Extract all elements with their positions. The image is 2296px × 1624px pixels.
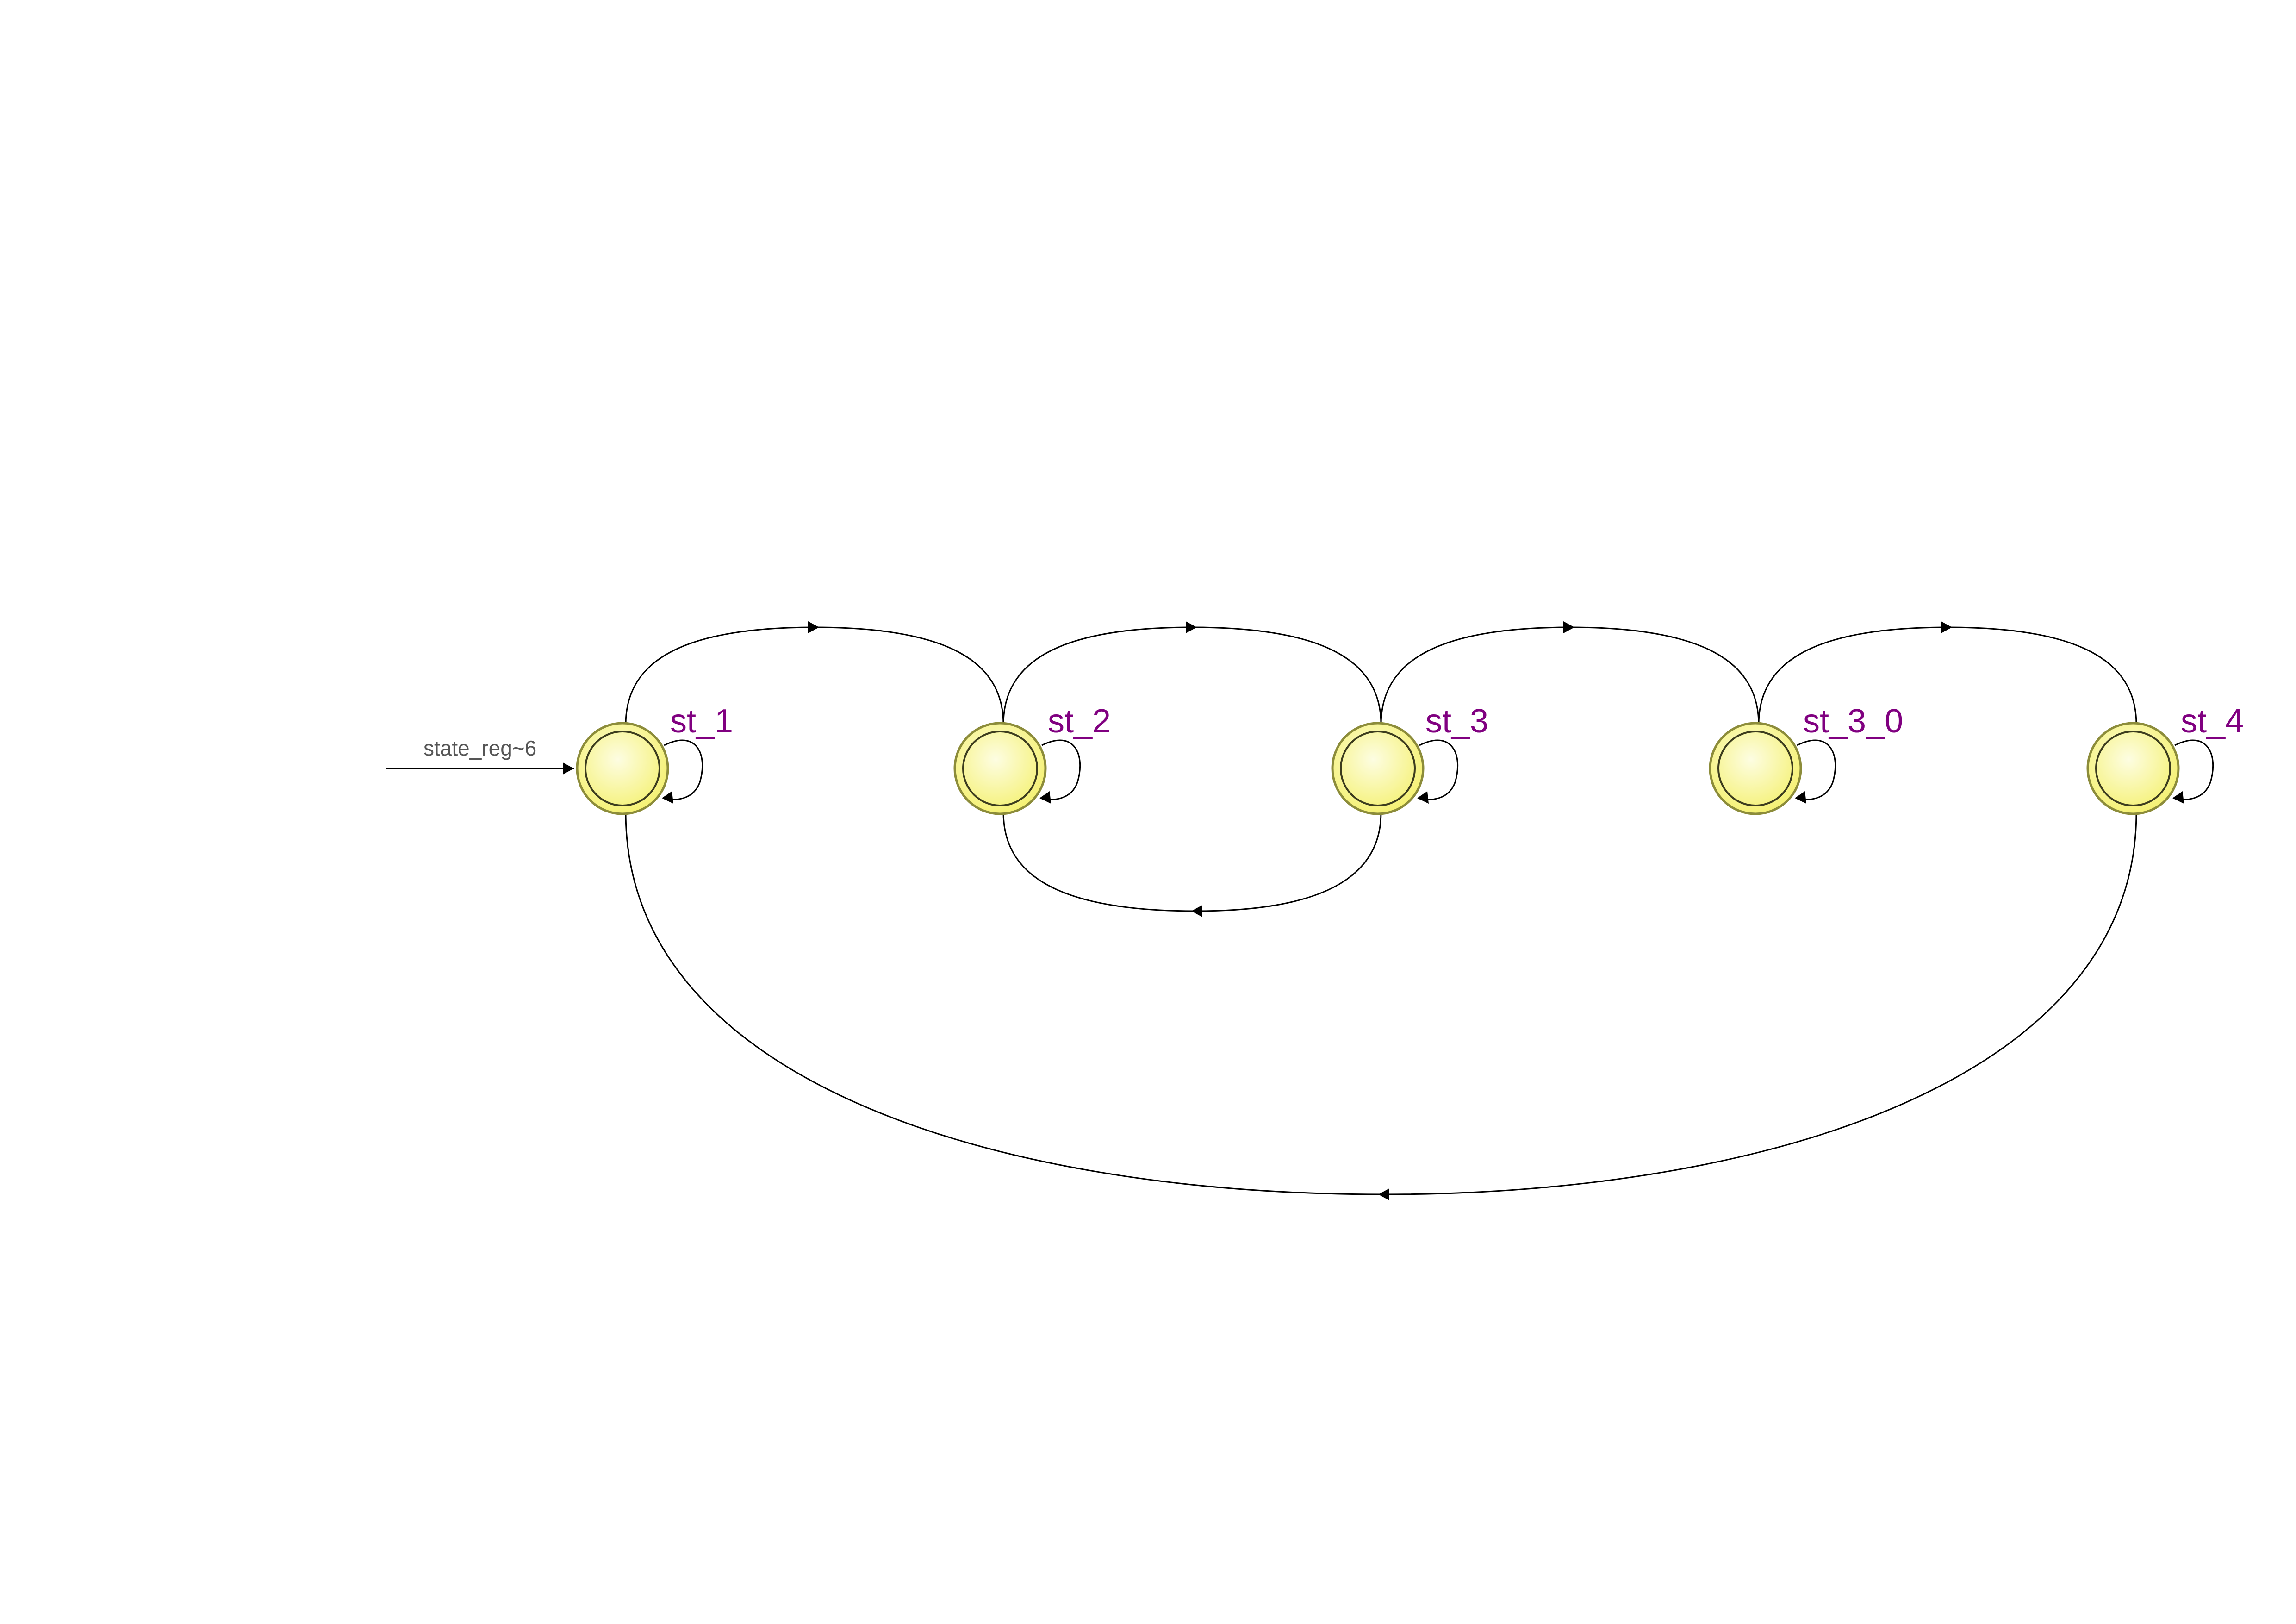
self-loop-st_3_0[interactable] bbox=[1795, 739, 1836, 804]
state-st_2[interactable]: st_2 bbox=[953, 703, 1111, 815]
state-st_3[interactable]: st_3 bbox=[1331, 703, 1488, 815]
transition-st_1-to-st_2[interactable] bbox=[625, 621, 1004, 725]
self-loop-st_4[interactable] bbox=[2172, 739, 2214, 804]
state-label: st_2 bbox=[1048, 703, 1111, 740]
state-label: st_4 bbox=[2181, 703, 2244, 740]
state-st_1[interactable]: st_1 bbox=[576, 703, 733, 815]
state-st_4[interactable]: st_4 bbox=[2086, 703, 2244, 815]
self-loop-st_3[interactable] bbox=[1417, 739, 1459, 804]
state-label: st_1 bbox=[670, 703, 733, 740]
transition-st_3_0-to-st_4[interactable] bbox=[1758, 621, 2137, 725]
self-loop-st_1[interactable] bbox=[662, 739, 703, 804]
reset-label: state_reg~6 bbox=[423, 736, 536, 760]
reset-transition[interactable]: state_reg~6 bbox=[386, 736, 574, 775]
transition-st_4-to-st_1[interactable] bbox=[625, 812, 2137, 1200]
state-label: st_3 bbox=[1425, 703, 1488, 740]
self-loop-st_2[interactable] bbox=[1039, 739, 1081, 804]
state-label: st_3_0 bbox=[1803, 703, 1903, 740]
transition-st_2-to-st_3[interactable] bbox=[1002, 621, 1382, 725]
transition-st_3-to-st_3_0[interactable] bbox=[1380, 621, 1760, 725]
transition-st_3-to-st_2[interactable] bbox=[1002, 812, 1382, 917]
state-st_3_0[interactable]: st_3_0 bbox=[1709, 703, 1903, 815]
